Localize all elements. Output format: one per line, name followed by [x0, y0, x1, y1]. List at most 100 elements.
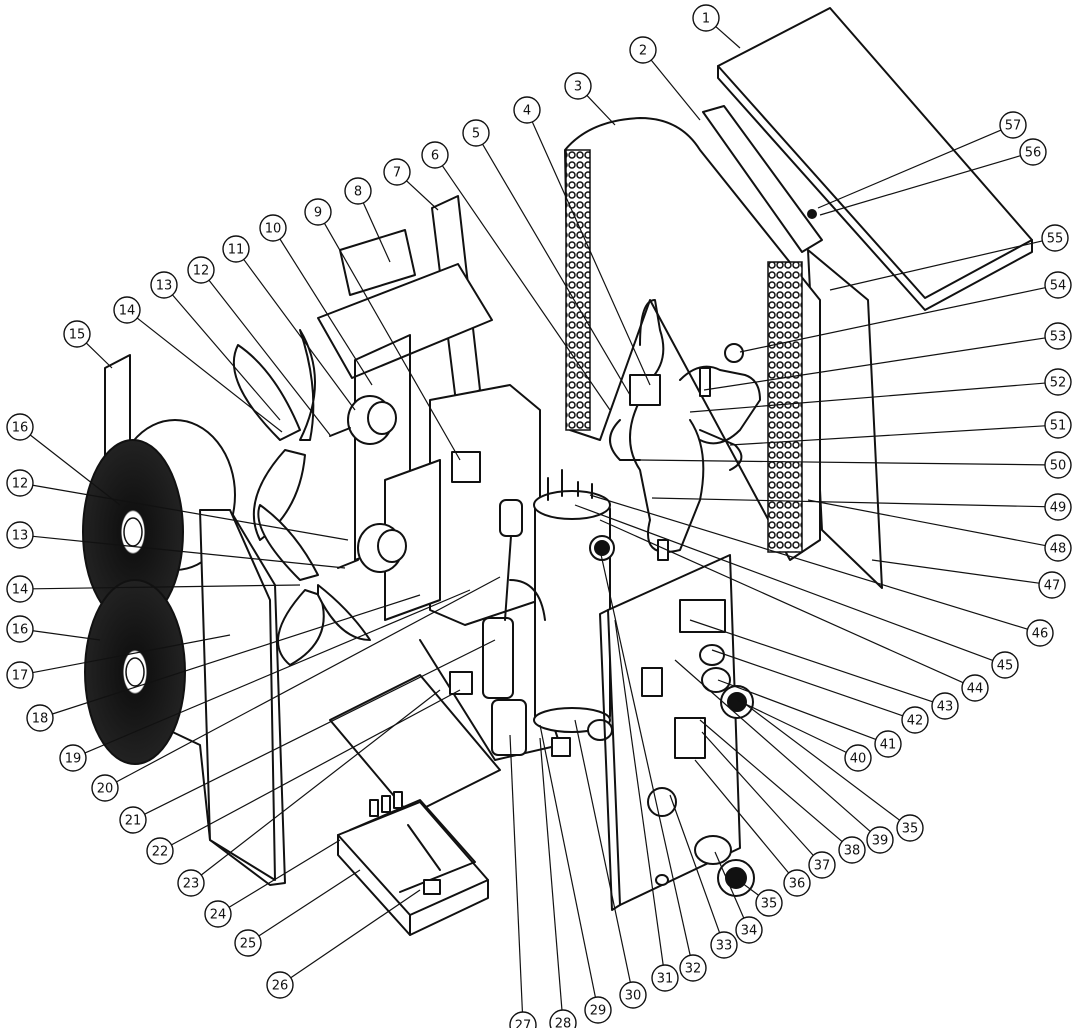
- part-callout: 21: [119, 806, 147, 834]
- leader-line: [586, 95, 616, 126]
- part-callout: 43: [931, 692, 959, 720]
- part-callout: 20: [91, 774, 119, 802]
- callout-number: 53: [1050, 330, 1067, 345]
- service-panel: [599, 554, 755, 911]
- part-callout: 41: [874, 730, 902, 758]
- fan-motor-upper: [329, 395, 397, 445]
- callout-circle: [421, 141, 449, 169]
- callout-number: 20: [97, 782, 114, 797]
- liquid-receiver: [449, 499, 571, 757]
- part-callout: 24: [204, 900, 232, 928]
- callout-circle: [991, 651, 1019, 679]
- part-callout: 17: [6, 661, 34, 689]
- callout-circle: [6, 661, 34, 689]
- callout-number: 54: [1050, 279, 1067, 294]
- compressor: [533, 469, 615, 741]
- callout-circle: [844, 744, 872, 772]
- leader-line: [669, 794, 721, 933]
- callout-number: 38: [844, 844, 861, 859]
- callout-number: 12: [193, 264, 210, 279]
- callout-circle: [344, 177, 372, 205]
- part-callout: 35: [896, 814, 924, 842]
- leader-line: [531, 121, 651, 386]
- callout-number: 36: [789, 877, 806, 892]
- callout-number: 45: [997, 659, 1014, 674]
- part-callout: 13: [150, 271, 178, 299]
- callout-circle: [234, 929, 262, 957]
- fan-motor-lower: [337, 523, 407, 573]
- callout-number: 14: [119, 304, 136, 319]
- callout-circle: [549, 1009, 577, 1028]
- callout-number: 52: [1050, 376, 1067, 391]
- callout-circle: [584, 996, 612, 1024]
- part-callout: 33: [710, 931, 738, 959]
- callout-number: 56: [1025, 146, 1042, 161]
- callout-circle: [755, 889, 783, 917]
- leader-line: [574, 504, 994, 662]
- callout-number: 1: [702, 12, 710, 27]
- callout-circle: [783, 869, 811, 897]
- callout-number: 2: [639, 44, 647, 59]
- part-callout: 8: [344, 177, 372, 205]
- part-callout: 49: [1044, 493, 1072, 521]
- callout-circle: [692, 4, 720, 32]
- leader-line: [717, 679, 877, 740]
- leader-line: [32, 584, 301, 590]
- callout-circle: [6, 413, 34, 441]
- callout-number: 9: [314, 206, 322, 221]
- part-callout: 31: [651, 964, 679, 992]
- part-callout: 35: [755, 889, 783, 917]
- callout-circle: [808, 851, 836, 879]
- electrical-box: [337, 791, 489, 936]
- middle-partition-panel: [429, 384, 541, 626]
- leader-line: [599, 519, 964, 684]
- callout-circle: [513, 96, 541, 124]
- callout-number: 57: [1005, 119, 1022, 134]
- leader-line: [279, 238, 373, 386]
- part-callout: 32: [679, 954, 707, 982]
- callout-number: 11: [228, 243, 245, 258]
- leader-line: [871, 559, 1040, 584]
- callout-number: 23: [183, 877, 200, 892]
- callout-circle: [304, 198, 332, 226]
- leader-line: [729, 425, 1046, 446]
- part-callout: 12: [6, 469, 34, 497]
- motor-bracket: [354, 334, 441, 621]
- part-callout: 50: [1044, 451, 1072, 479]
- callout-number: 33: [716, 939, 733, 954]
- part-callout: 25: [234, 929, 262, 957]
- callout-number: 31: [657, 972, 674, 987]
- rear-wire-grille: [702, 105, 823, 253]
- callout-number: 8: [354, 185, 362, 200]
- callout-circle: [204, 900, 232, 928]
- callout-number: 35: [761, 897, 778, 912]
- callout-circle: [1044, 368, 1072, 396]
- callout-number: 7: [393, 166, 401, 181]
- refrigerant-piping: [609, 209, 817, 561]
- part-callout: 51: [1044, 411, 1072, 439]
- callout-labels: 1234567891011121314151612131416171819202…: [6, 4, 1072, 1028]
- leader-line: [689, 619, 933, 703]
- leader-line: [441, 165, 611, 411]
- leader-line: [84, 589, 471, 754]
- callout-circle: [866, 826, 894, 854]
- part-callout: 12: [187, 256, 215, 284]
- leader-line: [144, 639, 496, 815]
- callout-number: 14: [12, 583, 29, 598]
- part-callout: 46: [1026, 619, 1054, 647]
- part-callout: 52: [1044, 368, 1072, 396]
- callout-number: 5: [472, 127, 480, 142]
- part-callout: 1: [692, 4, 720, 32]
- leader-line: [714, 851, 745, 919]
- part-callout: 3: [564, 72, 592, 100]
- part-callout: 53: [1044, 322, 1072, 350]
- part-callout: 56: [1019, 138, 1047, 166]
- callout-circle: [1044, 493, 1072, 521]
- part-callout: 26: [266, 971, 294, 999]
- callout-circle: [6, 469, 34, 497]
- leader-line: [52, 594, 421, 715]
- callout-circle: [146, 837, 174, 865]
- leader-line: [819, 155, 1021, 216]
- evaporator-coil: [564, 117, 821, 561]
- callout-number: 28: [555, 1017, 572, 1028]
